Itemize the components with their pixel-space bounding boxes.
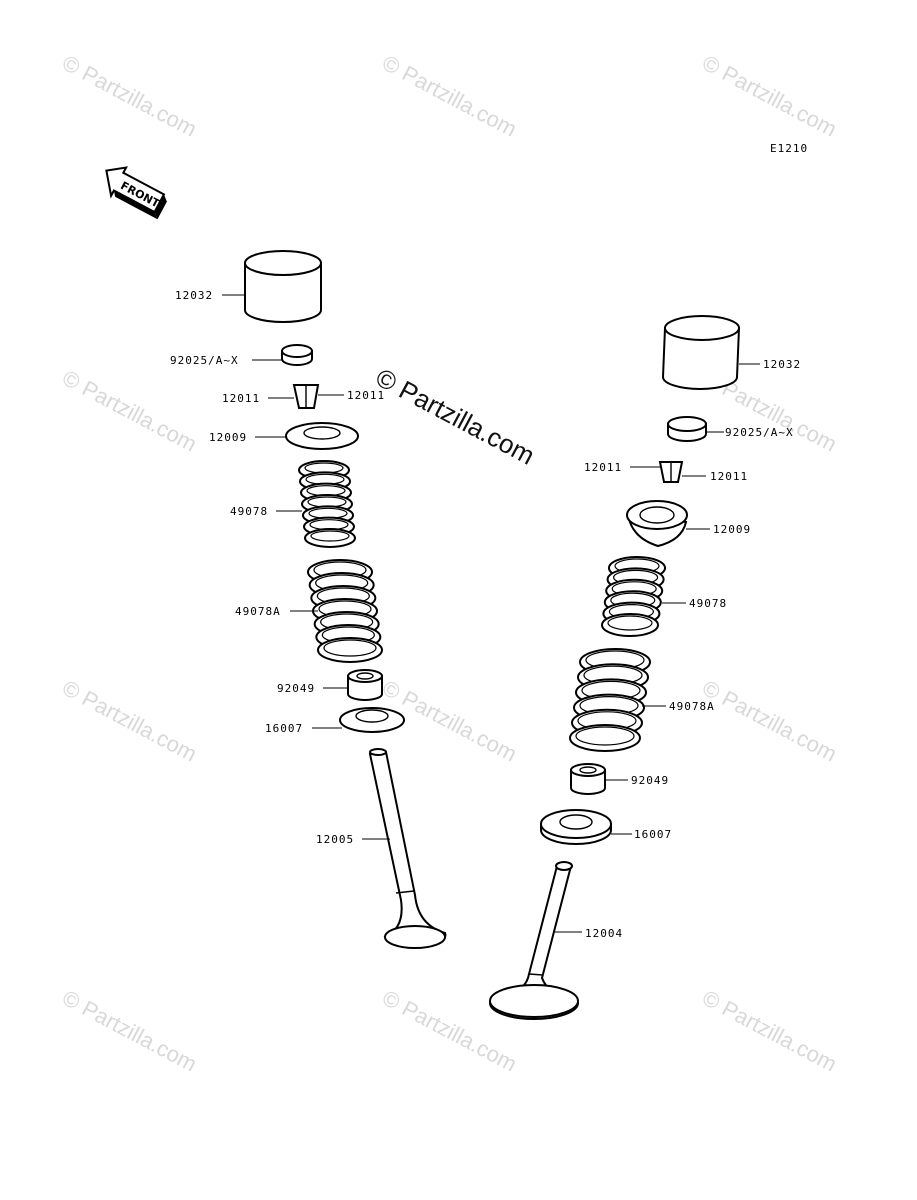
label-16007-left: 16007: [265, 722, 303, 735]
spring-seat-right: [540, 809, 612, 845]
label-12011-right-b: 12011: [710, 470, 748, 483]
spring-coil-inner: [323, 639, 377, 657]
retainer-left: [285, 422, 359, 450]
label-92025-right: 92025/A~X: [725, 426, 794, 439]
label-12011-left-b: 12011: [347, 389, 385, 402]
cotter-left: [292, 384, 320, 409]
label-16007-right: 16007: [634, 828, 672, 841]
label-12011-right-a: 12011: [584, 461, 622, 474]
stem-seal-right: [570, 763, 606, 795]
outer-spring-left: [307, 559, 383, 663]
label-12009-left: 12009: [209, 431, 247, 444]
spring-coil-inner: [310, 530, 350, 542]
spring-seat-left: [339, 707, 405, 733]
label-12004: 12004: [585, 927, 623, 940]
tappet-right: [661, 315, 741, 390]
label-12009-right: 12009: [713, 523, 751, 536]
tappet-left: [244, 250, 322, 323]
shim-left: [281, 344, 313, 366]
diagram-code: E1210: [770, 142, 808, 155]
label-49078a-right: 49078A: [669, 700, 715, 713]
label-12011-left-a: 12011: [222, 392, 260, 405]
label-49078a-left: 49078A: [235, 605, 281, 618]
label-12032-left: 12032: [175, 289, 213, 302]
inner-spring-right: [601, 556, 666, 637]
label-49078-left: 49078: [230, 505, 268, 518]
shim-right: [667, 416, 707, 442]
exhaust-valve: [368, 748, 447, 949]
intake-valve: [488, 861, 580, 1020]
label-49078-right: 49078: [689, 597, 727, 610]
spring-coil-inner: [575, 726, 635, 746]
label-12005: 12005: [316, 833, 354, 846]
label-12032-right: 12032: [763, 358, 801, 371]
cotter-right: [658, 461, 684, 483]
retainer-right: [626, 500, 688, 548]
inner-spring-left: [298, 460, 356, 548]
outer-spring-right: [569, 648, 651, 752]
label-92049-left: 92049: [277, 682, 315, 695]
label-92025-left: 92025/A~X: [170, 354, 239, 367]
spring-coil-inner: [607, 615, 653, 631]
front-arrow-icon: FRONT: [105, 166, 167, 220]
label-92049-right: 92049: [631, 774, 669, 787]
stem-seal-left: [347, 669, 383, 701]
